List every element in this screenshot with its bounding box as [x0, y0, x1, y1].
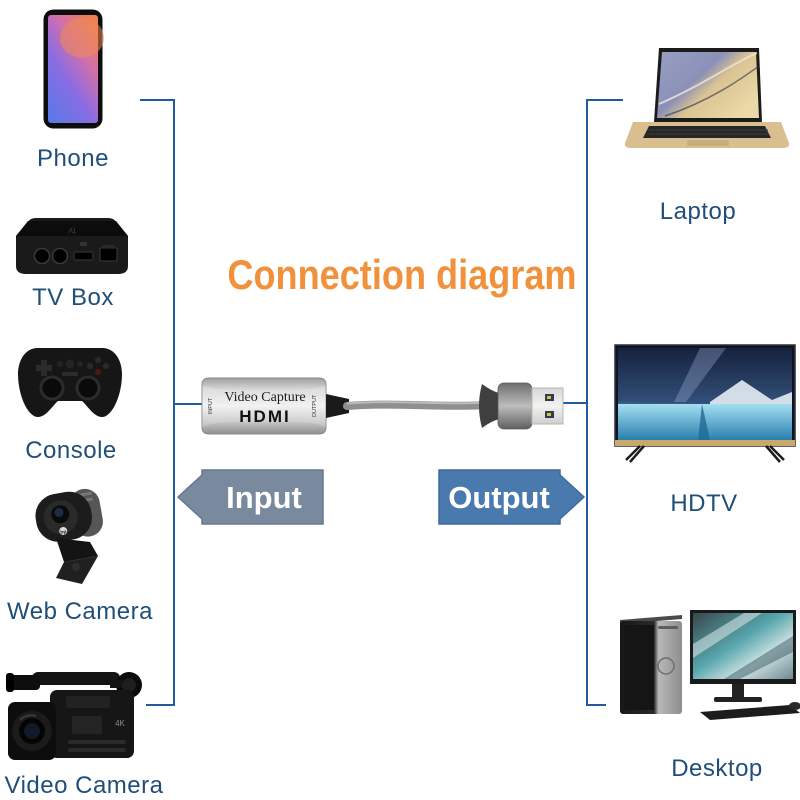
left-bracket-bottom-line [146, 704, 175, 706]
desktop-illustration [620, 610, 800, 720]
capture-device-output-port-label: OUTPUT [312, 394, 318, 417]
input-arrow: Input [176, 469, 324, 525]
hdtv-illustration [614, 344, 796, 463]
desktop-label: Desktop [671, 755, 763, 782]
capture-device-illustration: Video Capture HDMI INPUT OUTPUT [201, 377, 564, 435]
video-camera-4k-mark: 4K [115, 719, 125, 728]
output-arrow-label: Output [448, 480, 550, 515]
capture-device-hdmi-label: HDMI [239, 407, 290, 426]
input-arrow-label: Input [226, 480, 302, 515]
right-bracket-bottom-line [586, 704, 606, 706]
web-camera-label: Web Camera [7, 598, 153, 625]
tv-box-illustration: tv [16, 218, 128, 274]
right-bracket-middle-line [558, 402, 588, 404]
phone-illustration [43, 9, 104, 129]
video-camera-label: Video Camera [4, 772, 164, 799]
phone-label: Phone [37, 145, 109, 172]
hdtv-label: HDTV [670, 490, 738, 517]
laptop-label: Laptop [659, 198, 737, 225]
webcam-logo: hp [60, 529, 67, 536]
diagram-title: Connection diagram [227, 251, 577, 298]
capture-device-input-port-label: INPUT [208, 397, 214, 414]
left-bracket-top-line [140, 99, 175, 101]
console-label: Console [25, 437, 117, 464]
tv-box-label: TV Box [32, 284, 114, 311]
left-bracket-middle-line [175, 403, 205, 405]
capture-device-name: Video Capture [224, 390, 305, 405]
output-arrow: Output [438, 469, 586, 525]
web-camera-illustration: hp [35, 488, 103, 584]
tv-box-logo: tv [68, 226, 76, 236]
right-bracket-top-line [586, 99, 623, 101]
left-bracket-vertical-line [173, 99, 175, 706]
video-camera-illustration: 4K [6, 672, 142, 760]
console-illustration [18, 348, 122, 418]
laptop-illustration [624, 48, 790, 148]
